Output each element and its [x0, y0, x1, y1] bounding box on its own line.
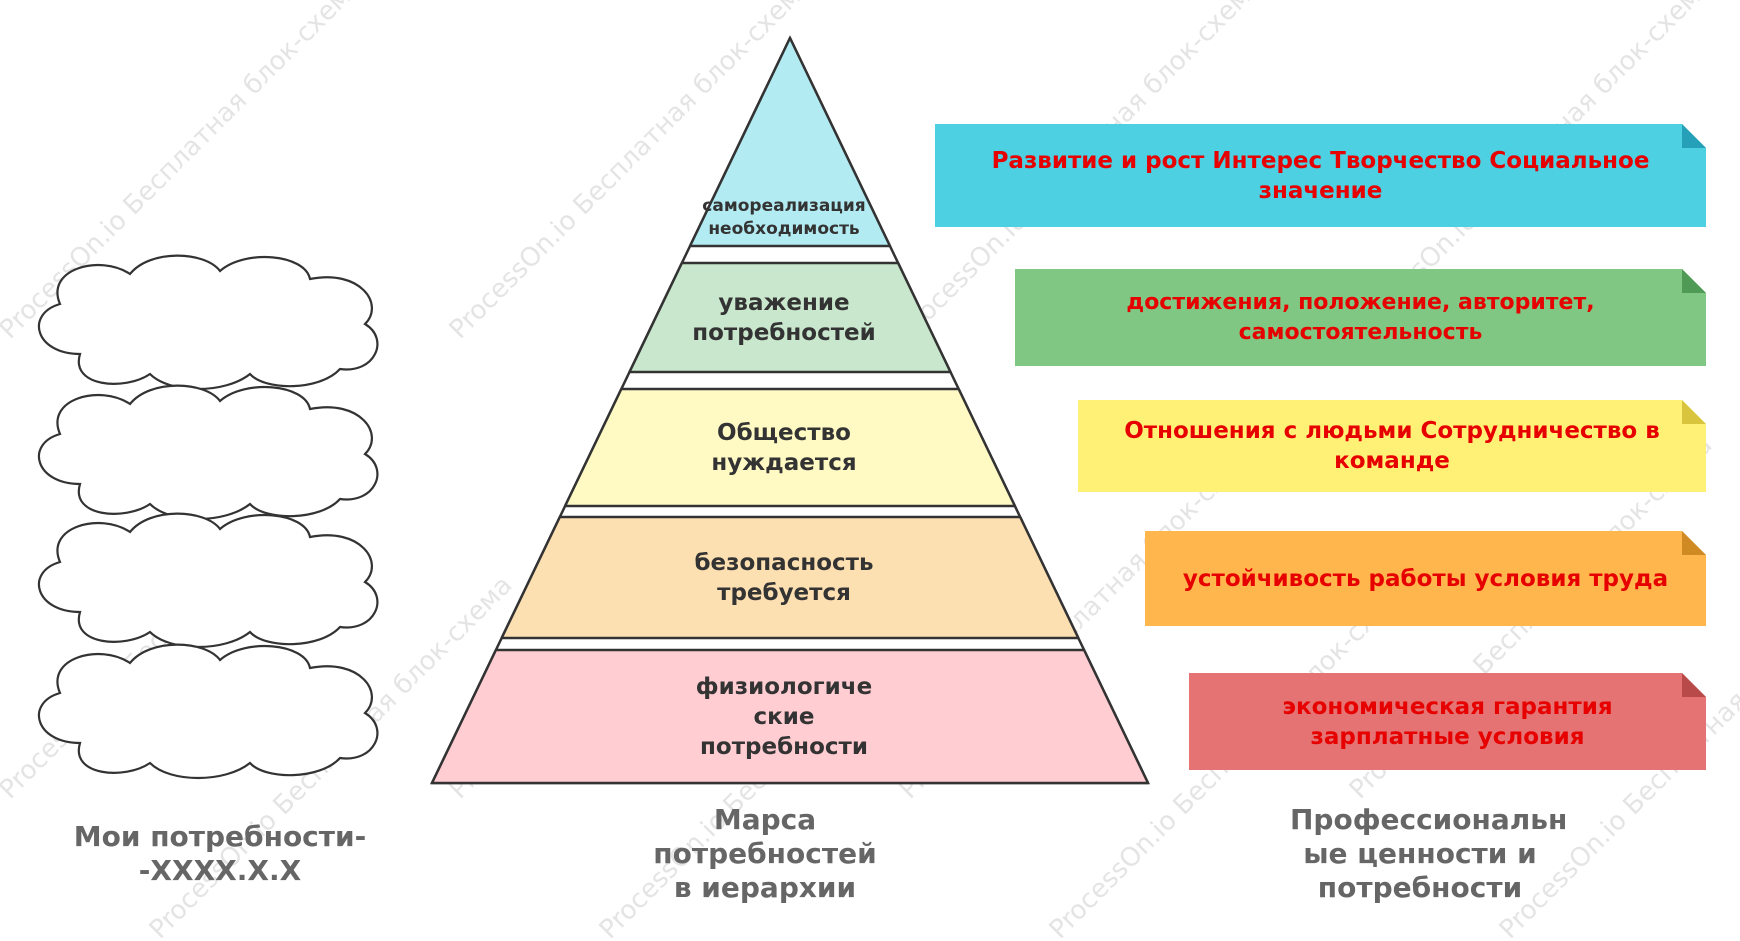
pyramid-tier-label: физиологиче ские потребности — [695, 673, 873, 760]
sticky-note-5: экономическая гарантия зарплатные услови… — [1189, 673, 1706, 770]
sticky-note-2: достижения, положение, авторитет, самост… — [1015, 269, 1706, 366]
sticky-note-1: Развитие и рост Интерес Творчество Социа… — [935, 124, 1706, 227]
sticky-note-text: Отношения с людьми Сотрудничество в кома… — [1124, 418, 1660, 474]
pyramid-tier-4 — [500, 515, 1080, 640]
sticky-note-4: устойчивость работы условия труда — [1145, 531, 1706, 626]
pyramid-tier-label: самореализация необходимость — [702, 196, 866, 239]
pyramid-tier-label: уважение потребностей — [692, 289, 876, 346]
caption-professional-values: Профессиональн ые ценности и потребности — [1290, 803, 1568, 904]
sticky-note-text: Развитие и рост Интерес Творчество Социа… — [991, 147, 1650, 204]
sticky-note-3: Отношения с людьми Сотрудничество в кома… — [1078, 400, 1706, 492]
sticky-note-text: экономическая гарантия зарплатные услови… — [1282, 693, 1613, 750]
cloud-3 — [37, 512, 379, 648]
cloud-4 — [37, 643, 379, 779]
pyramid-tier-1 — [688, 36, 892, 248]
pyramid-tier-3 — [563, 387, 1017, 508]
sticky-note-text: достижения, положение, авторитет, самост… — [1126, 289, 1595, 345]
pyramid-tier-5 — [430, 648, 1150, 785]
sticky-note-text: устойчивость работы условия труда — [1182, 565, 1669, 592]
pyramid-tier-label: безопасность требуется — [694, 549, 874, 606]
caption-maslow-hierarchy: Марса потребностей в иерархии — [653, 803, 877, 904]
pyramid-tier-2 — [628, 261, 952, 374]
pyramid-tier-label: Общество нуждается — [711, 419, 857, 476]
caption-my-needs: Мои потребности--ХXXX.X.X — [73, 820, 367, 887]
